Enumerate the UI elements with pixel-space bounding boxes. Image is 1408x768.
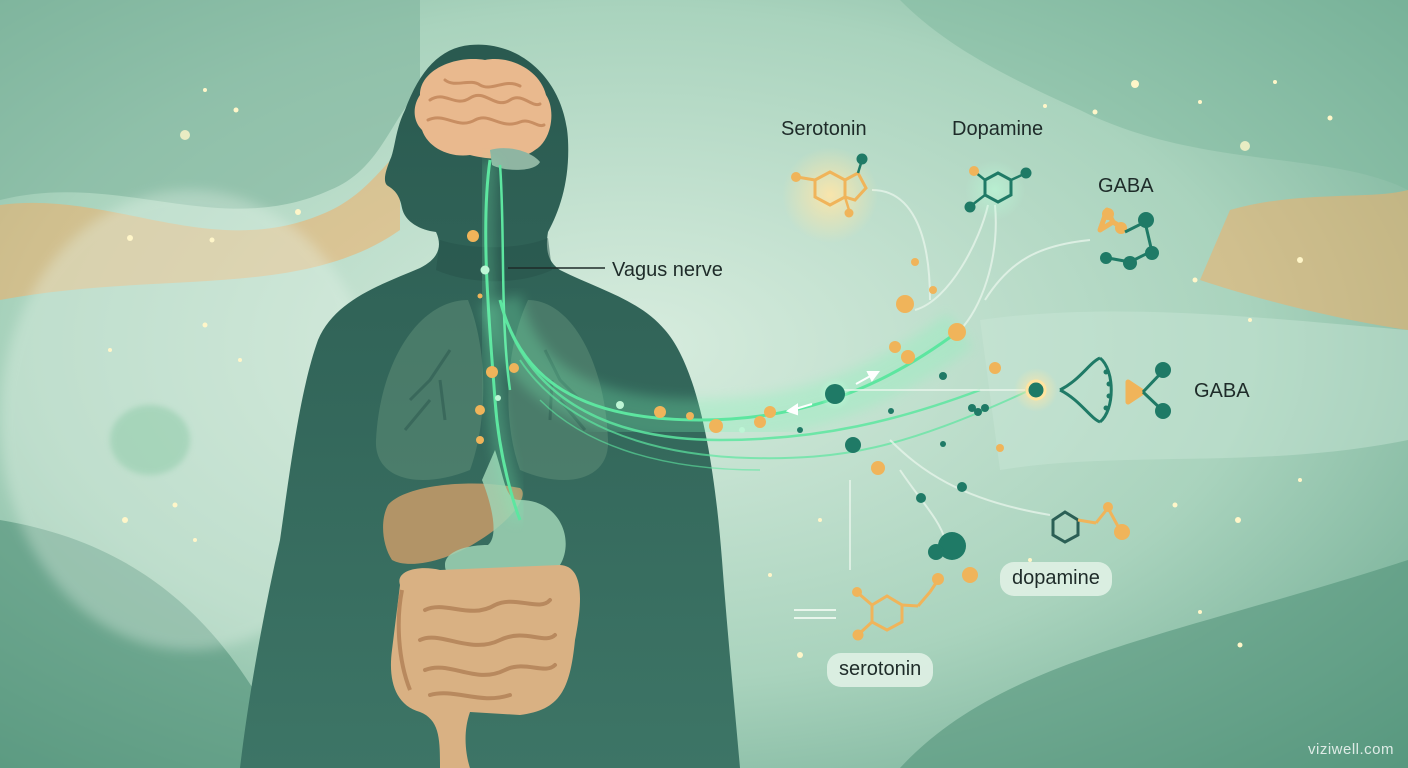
- stomach: [445, 450, 566, 593]
- gaba-molecule-top: [1097, 207, 1159, 270]
- wave-bottom-right: [900, 560, 1408, 768]
- label-serotonin-pill: serotonin: [827, 653, 934, 687]
- label-dopamine-pill: dopamine: [1000, 562, 1112, 596]
- intestines: [390, 565, 580, 768]
- neurotransmitter-particles: [467, 230, 1004, 583]
- panel-right-lower: [980, 311, 1408, 470]
- label-vagus-nerve: Vagus nerve: [612, 259, 723, 281]
- wave-teal-topright: [900, 0, 1408, 190]
- wave-orange-right: [1200, 190, 1408, 330]
- label-gaba-mid: GABA: [1194, 380, 1250, 402]
- serotonin-molecule-bottom: [852, 573, 944, 641]
- label-serotonin-top: Serotonin: [781, 118, 867, 140]
- liver: [383, 483, 523, 564]
- label-dopamine-top: Dopamine: [952, 118, 1044, 140]
- vagus-nerve: [477, 158, 1031, 523]
- equals-mark: [794, 609, 836, 619]
- sparkles: [108, 80, 1333, 658]
- flow-arrows: [785, 371, 880, 416]
- synapse: [1014, 356, 1113, 424]
- serotonin-molecule-top: [782, 147, 878, 243]
- brain: [414, 59, 552, 170]
- dopamine-molecule-lower: [1051, 502, 1130, 544]
- label-gaba-top: GABA: [1098, 175, 1154, 197]
- credit-watermark: viziwell.com: [1307, 741, 1394, 758]
- gaba-molecule-mid: [1125, 362, 1171, 419]
- dopamine-molecule-top: [964, 160, 1032, 220]
- wave-orange-left: [0, 0, 420, 209]
